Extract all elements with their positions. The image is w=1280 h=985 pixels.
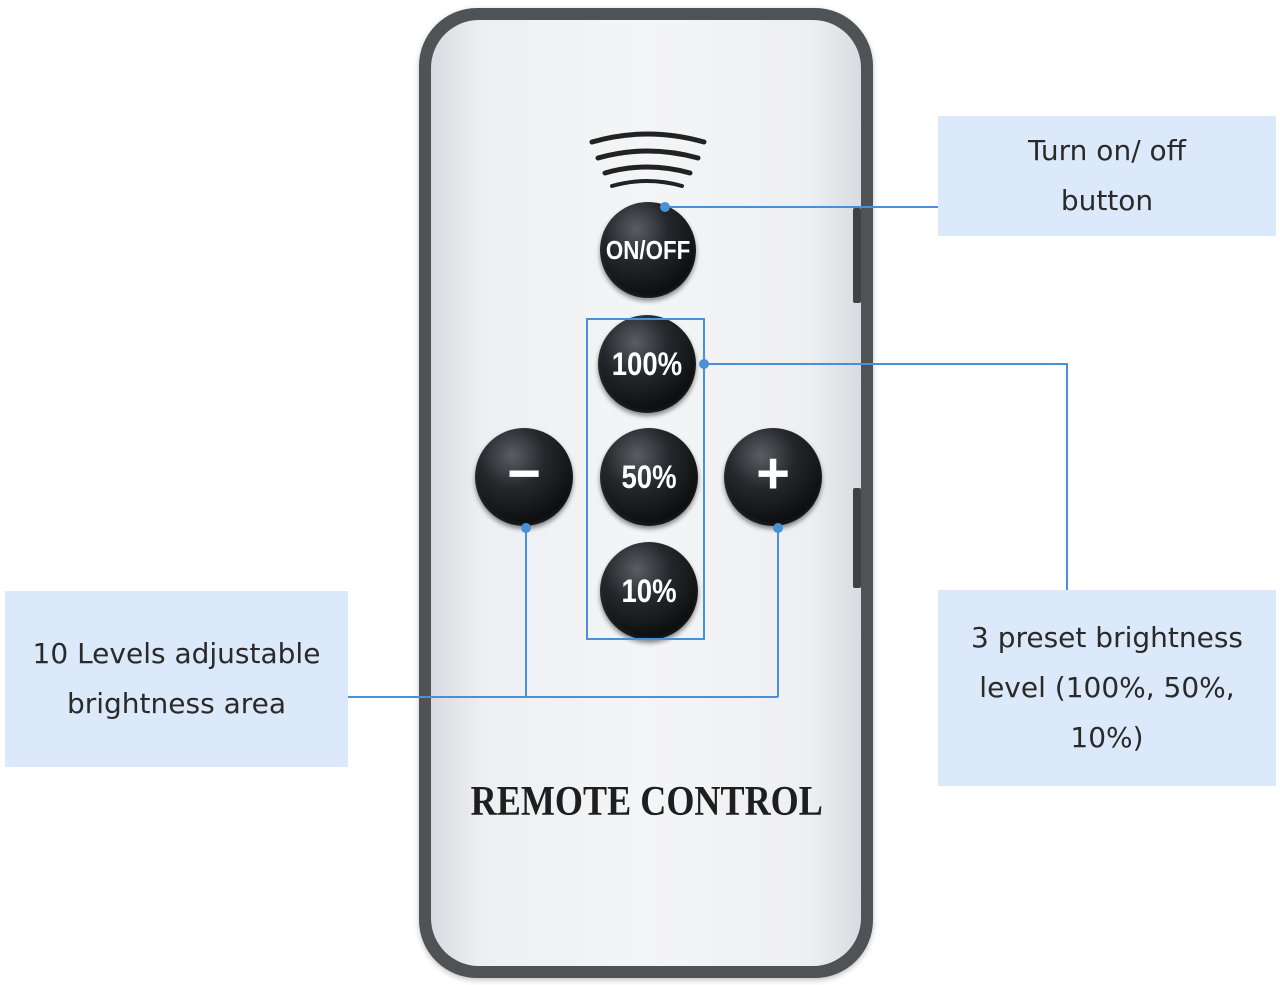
side-notch-bottom [853, 488, 861, 588]
callout-power: Turn on/ off button [938, 116, 1276, 236]
preset-group-frame [586, 318, 705, 640]
preset-leader-dot [699, 359, 709, 369]
minus-icon: − [507, 440, 541, 506]
callout-adjust: 10 Levels adjustable brightness area [5, 591, 348, 767]
plus-icon: + [756, 440, 790, 506]
minus-leader-dot [521, 523, 531, 533]
preset-50-label: 50% [621, 458, 677, 495]
preset-100-button[interactable]: 100% [598, 315, 696, 413]
preset-leader-line [704, 363, 1068, 590]
increase-button[interactable]: + [724, 428, 822, 526]
callout-presets: 3 preset brightness level (100%, 50%, 10… [938, 590, 1276, 786]
power-button[interactable]: ON/OFF [600, 202, 696, 298]
power-button-label: ON/OFF [605, 234, 691, 265]
power-leader-dot [660, 202, 670, 212]
preset-100-label: 100% [611, 345, 683, 382]
plus-leader-dot [773, 523, 783, 533]
side-notch-top [853, 208, 861, 303]
remote-label: REMOTE CONTROL [470, 779, 824, 825]
decrease-button[interactable]: − [475, 428, 573, 526]
preset-10-label: 10% [621, 572, 677, 609]
preset-50-button[interactable]: 50% [600, 428, 698, 526]
preset-10-button[interactable]: 10% [600, 542, 698, 640]
